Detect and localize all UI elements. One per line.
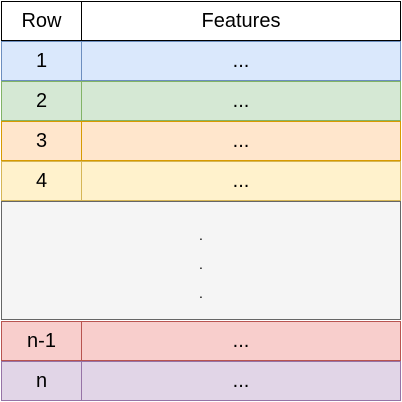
row-index-label: 2 (35, 90, 48, 112)
omitted-rows-box: . . . (1, 201, 401, 320)
features-header-cell: Features (81, 1, 401, 41)
row-index-cell-1: 1 (1, 41, 82, 81)
features-header-label: Features (201, 10, 281, 32)
row-index-label: n (35, 370, 48, 392)
row-index-label: n-1 (27, 330, 56, 352)
row-header-cell: Row (1, 1, 82, 41)
features-value: ... (232, 170, 250, 192)
features-cell-n-minus-1: ... (81, 321, 401, 361)
row-index-label: 3 (35, 130, 48, 152)
row-index-label: 4 (35, 170, 48, 192)
features-value: ... (232, 130, 250, 152)
row-index-cell-2: 2 (1, 81, 82, 121)
features-cell-3: ... (81, 121, 401, 161)
ellipsis-dot: . (199, 256, 203, 272)
features-cell-1: ... (81, 41, 401, 81)
row-index-label: 1 (35, 50, 48, 72)
features-cell-4: ... (81, 161, 401, 201)
features-value: ... (232, 90, 250, 112)
ellipsis-dot: . (199, 227, 203, 243)
features-value: ... (232, 50, 250, 72)
row-index-cell-4: 4 (1, 161, 82, 201)
row-index-cell-3: 3 (1, 121, 82, 161)
features-value: ... (232, 370, 250, 392)
row-index-cell-n-minus-1: n-1 (1, 321, 82, 361)
ellipsis-dot: . (199, 285, 203, 301)
features-cell-n: ... (81, 361, 401, 401)
row-index-cell-n: n (1, 361, 82, 401)
features-cell-2: ... (81, 81, 401, 121)
features-value: ... (232, 330, 250, 352)
row-header-label: Row (21, 10, 62, 32)
